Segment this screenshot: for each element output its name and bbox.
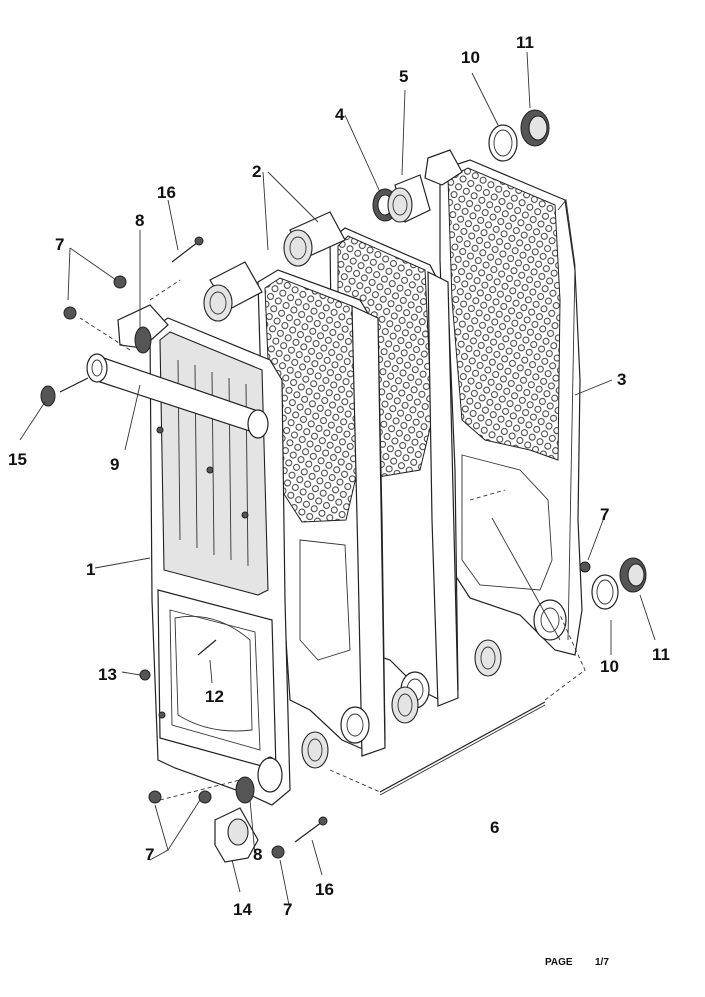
label-3: 3: [617, 370, 626, 389]
label-6: 6: [490, 818, 499, 837]
guide-lines: [79, 279, 586, 801]
tie-rod-6: [379, 701, 546, 796]
nuts-7-13: [63, 275, 591, 859]
label-14: 14: [233, 900, 252, 919]
label-8a: 8: [135, 211, 144, 230]
label-2: 2: [252, 162, 261, 181]
lower-nipples: [301, 639, 502, 769]
ring-10-bottom: [591, 574, 619, 610]
nipple-5: [387, 174, 431, 223]
rear-section-3: [424, 149, 583, 656]
label-16b: 16: [315, 880, 334, 899]
label-5: 5: [399, 67, 408, 86]
label-16a: 16: [157, 183, 176, 202]
label-7b: 7: [145, 845, 154, 864]
middle-section-front: [257, 269, 386, 757]
label-11b: 11: [652, 645, 670, 664]
label-13: 13: [98, 665, 117, 684]
label-11a: 11: [516, 33, 534, 52]
label-12: 12: [205, 687, 224, 706]
label-8b: 8: [253, 845, 262, 864]
label-7a: 7: [55, 235, 64, 254]
label-7c: 7: [283, 900, 292, 919]
leader-lines: [19, 51, 656, 906]
plug-11-top: [520, 109, 550, 147]
label-10b: 10: [600, 657, 619, 676]
label-10a: 10: [461, 48, 480, 67]
label-15: 15: [8, 450, 27, 469]
label-9: 9: [110, 455, 119, 474]
front-parts-8-14: [134, 326, 283, 863]
label-7d: 7: [600, 505, 609, 524]
part-labels: 1 2 3 4 5 6 7 7 7 7 8 8 9 10 10 11 11 12…: [8, 33, 670, 919]
label-4: 4: [335, 105, 345, 124]
page-label: PAGE: [545, 957, 573, 968]
plug-11-bottom: [619, 557, 647, 593]
upper-nipples-2: [203, 211, 346, 322]
label-1: 1: [86, 560, 95, 579]
page-number: 1/7: [595, 957, 609, 968]
bolts: [40, 236, 328, 843]
ring-10-top: [488, 124, 518, 162]
